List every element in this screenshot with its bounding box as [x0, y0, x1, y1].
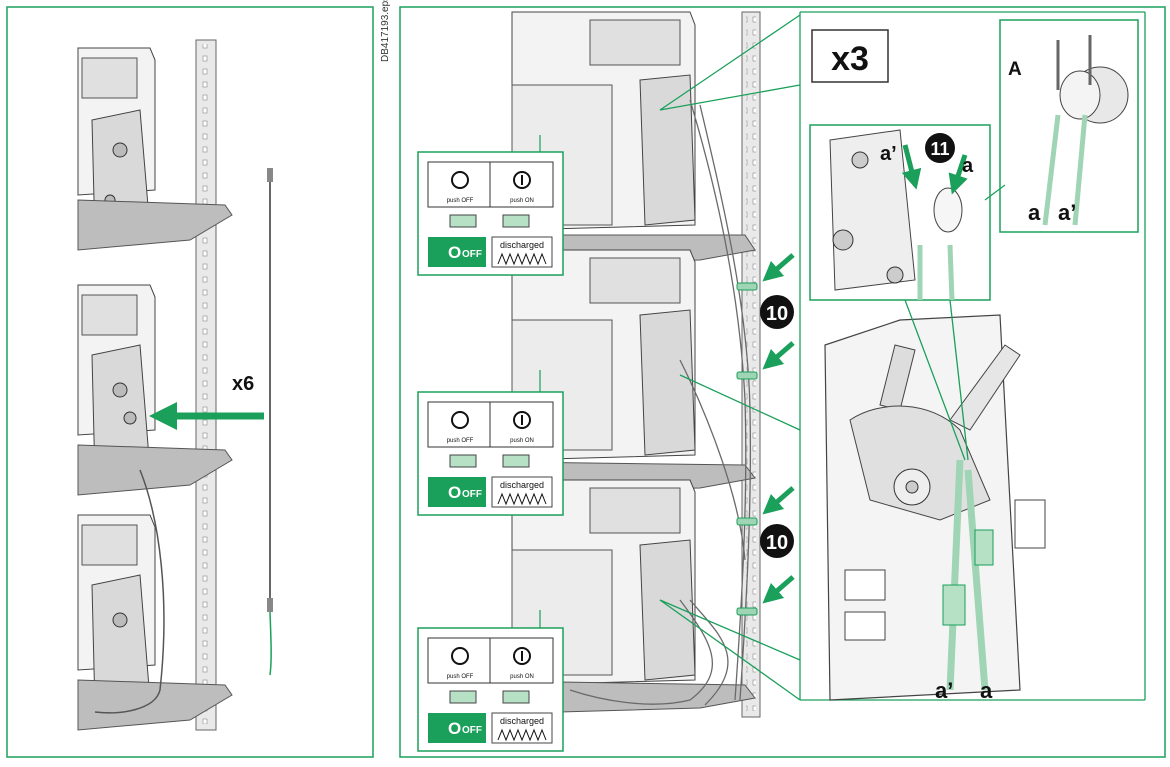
callout-a-closeup: a — [962, 155, 974, 177]
callout-a-prime-closeup: a’ — [880, 143, 897, 165]
left-mounting-rail — [195, 39, 217, 731]
off-symbol: O — [448, 719, 461, 738]
off-label: OFF — [462, 725, 482, 736]
off-symbol: O — [448, 483, 461, 502]
callout-a-prime-mechanism: a’ — [935, 678, 953, 703]
right-panel-frame — [399, 6, 1166, 758]
right-breaker-middle — [511, 249, 756, 493]
discharged-label: discharged — [500, 480, 544, 490]
push-off-label: push OFF — [447, 438, 474, 444]
discharged-label: discharged — [500, 240, 544, 250]
push-off-label: push OFF — [447, 674, 474, 680]
quantity-label-right: x3 — [831, 40, 869, 78]
quantity-box-right: x3 — [811, 29, 889, 83]
push-on-label: push ON — [510, 198, 534, 204]
step-badge-10-lower: 10 — [760, 524, 794, 558]
cable-ties — [736, 282, 758, 616]
push-on-label: push ON — [510, 438, 534, 444]
step-badge-10-upper: 10 — [760, 295, 794, 329]
tie-arrows — [762, 253, 795, 604]
closeup-to-detail-a-leader — [984, 184, 1006, 201]
step-number-10-upper: 10 — [766, 303, 788, 325]
callout-A: A — [1008, 59, 1022, 80]
left-breaker-middle — [77, 284, 233, 496]
closeup-box: 11 a’ a — [809, 124, 991, 301]
off-label: OFF — [462, 249, 482, 260]
callout-a-detail: a — [1028, 200, 1041, 225]
step-number-10-lower: 10 — [766, 532, 788, 554]
discharged-label: discharged — [500, 716, 544, 726]
left-panel-frame — [6, 6, 374, 758]
left-breaker-top — [77, 47, 233, 251]
quantity-label-left: x6 — [232, 373, 254, 395]
figure-id: DB417193.eps — [380, 0, 391, 62]
interlock-mechanism: a’ a — [824, 299, 1046, 703]
push-off-label: push OFF — [447, 198, 474, 204]
left-interlock-cable — [94, 469, 165, 714]
step-number-11: 11 — [930, 139, 949, 159]
interlock-cable-part — [267, 168, 273, 676]
right-breaker-bottom — [511, 479, 756, 713]
push-on-label: push ON — [510, 674, 534, 680]
detail-a-box: A a a’ — [999, 19, 1139, 233]
indicator-panel-bottom: push OFF push ON O OFF discharged — [417, 627, 564, 752]
off-symbol: O — [448, 243, 461, 262]
off-label: OFF — [462, 489, 482, 500]
callout-a-prime-detail: a’ — [1058, 200, 1076, 225]
indicator-panel-top: push OFF push ON O OFF discharged — [417, 151, 564, 276]
indicator-panel-middle: push OFF push ON O OFF discharged — [417, 391, 564, 516]
callout-a-mechanism: a — [980, 678, 993, 703]
detail-leader-lines — [659, 11, 1146, 701]
left-breaker-bottom — [77, 514, 233, 731]
